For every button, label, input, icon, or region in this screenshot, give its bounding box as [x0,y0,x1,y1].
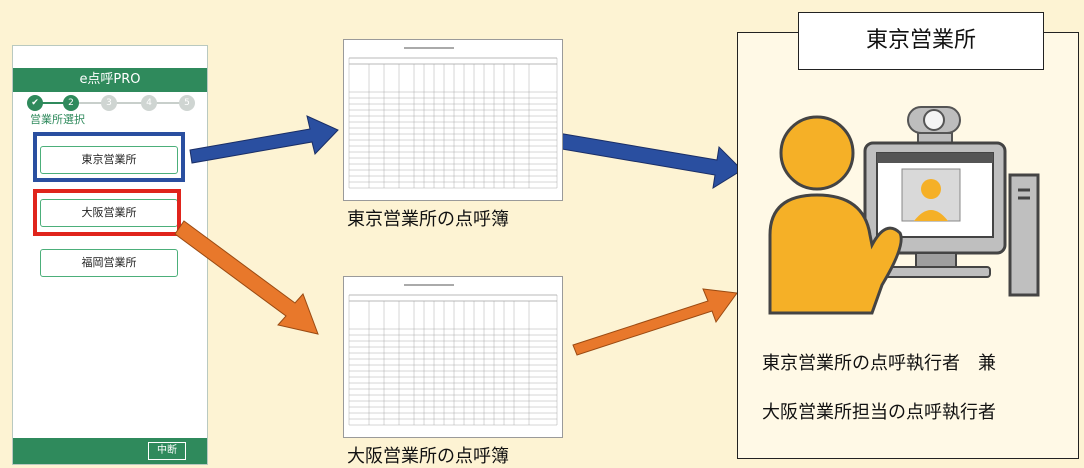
cancel-button[interactable]: 中断 [148,442,186,460]
app-footer: 中断 [13,438,207,464]
office-button-osaka[interactable]: 大阪営業所 [40,199,178,227]
webcam-icon [907,106,961,144]
arrow-tokyo-doc-to-panel [549,131,743,189]
office-button-fukuoka[interactable]: 福岡営業所 [40,249,178,277]
arrow-phone-to-osaka-doc [174,220,319,335]
osaka-document-caption: 大阪営業所の点呼簿 [347,446,509,467]
phone-screen: e点呼PRO ✔ 2 3 4 5 営業所選択 東京営業所 大阪営業所 福岡営業所… [12,45,208,465]
role-line-1: 東京営業所の点呼執行者 兼 [762,353,996,374]
arrow-osaka-doc-to-panel [572,288,738,356]
osaka-selection-highlight [33,189,181,236]
step-2: 2 [63,95,79,111]
tokyo-rollcall-document [343,39,563,201]
app-header: e点呼PRO [13,68,207,92]
osaka-rollcall-document [343,276,563,438]
progress-stepper: ✔ 2 3 4 5 [13,94,207,114]
person-icon [768,115,903,315]
step-3: 3 [101,95,117,111]
operator-at-monitor-illustration [768,106,1040,315]
step-5: 5 [179,95,195,111]
step-4: 4 [141,95,157,111]
step-1: ✔ [27,95,43,111]
panel-title: 東京営業所 [798,12,1044,70]
role-line-2: 大阪営業所担当の点呼執行者 [762,402,996,423]
stepper-track-active [33,102,71,104]
document-table-illustration [348,284,558,426]
section-title: 営業所選択 [30,113,85,126]
pc-tower-icon [1008,173,1040,297]
document-table-illustration [348,47,558,189]
monitor-icon [863,141,1007,278]
arrow-phone-to-tokyo-doc [189,115,339,164]
office-button-tokyo[interactable]: 東京営業所 [40,146,178,174]
tokyo-selection-highlight [33,132,185,182]
tokyo-document-caption: 東京営業所の点呼簿 [347,209,509,230]
